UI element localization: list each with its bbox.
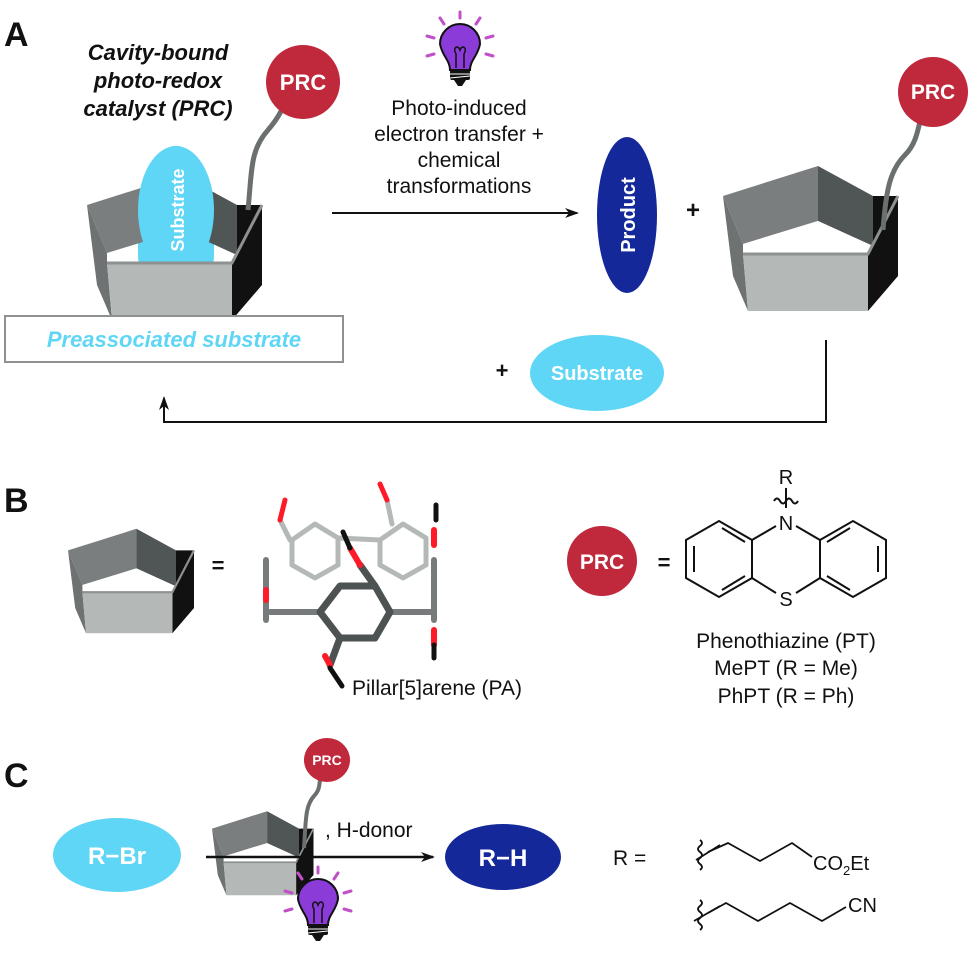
arrow-caption-line: chemical bbox=[418, 149, 501, 172]
pillararene-ring-icon bbox=[68, 528, 195, 634]
preassociated-label: Preassociated substrate bbox=[47, 327, 301, 352]
atom-s: S bbox=[779, 589, 792, 611]
substrate-ellipse-free bbox=[530, 335, 664, 411]
pt-caption-line: PhPT (R = Ph) bbox=[718, 685, 855, 708]
r-group-nitrile bbox=[693, 899, 847, 931]
pillararene-stick-model bbox=[263, 481, 439, 689]
panel-label-b: B bbox=[4, 482, 29, 520]
r-group-nitrile-label: CN bbox=[848, 895, 877, 917]
host-guest-complex: Substrate PRC bbox=[87, 45, 340, 350]
product-ellipse bbox=[445, 824, 561, 890]
recycle-arrow bbox=[159, 340, 827, 423]
substrate-label-free: Substrate bbox=[551, 363, 643, 385]
arrow-caption-line: transformations bbox=[387, 175, 532, 198]
prc-label: PRC bbox=[312, 752, 342, 768]
r-equals-label: R = bbox=[613, 847, 646, 870]
panel-label-a: A bbox=[4, 16, 29, 54]
conditions-label: , H-donor bbox=[325, 819, 413, 842]
product-label: Product bbox=[618, 177, 640, 253]
ester-co: CO bbox=[813, 853, 843, 875]
panel-label-c: C bbox=[4, 757, 29, 795]
plus-sign: + bbox=[686, 197, 700, 224]
pt-caption-line: MePT (R = Me) bbox=[714, 657, 858, 680]
prc-label: PRC bbox=[280, 70, 327, 95]
catalyst-caption-line: Cavity-bound bbox=[88, 40, 229, 65]
phenothiazine-captions: Phenothiazine (PT) MePT (R = Me) PhPT (R… bbox=[696, 630, 876, 708]
pillararene-caption: Pillar[5]arene (PA) bbox=[352, 677, 522, 700]
phenothiazine-structure bbox=[685, 488, 887, 599]
product-label: R−H bbox=[479, 845, 528, 872]
catalyst-caption-line: catalyst (PRC) bbox=[83, 96, 232, 121]
equals-sign: = bbox=[212, 553, 225, 578]
pillararene-ring-icon bbox=[721, 164, 900, 313]
prc-label: PRC bbox=[911, 81, 955, 104]
reactant-ellipse bbox=[53, 818, 181, 892]
pillararene-ring-icon bbox=[212, 811, 315, 896]
substrate-label-bound: Substrate bbox=[168, 168, 188, 251]
atom-n: N bbox=[779, 513, 793, 535]
catalyst-caption: Cavity-bound photo-redox catalyst (PRC) bbox=[83, 40, 232, 121]
prc-badge bbox=[266, 45, 340, 119]
ester-subscript: 2 bbox=[843, 863, 850, 878]
r-group-ester bbox=[695, 839, 813, 871]
arrow-caption-line: Photo-induced bbox=[391, 97, 526, 120]
arrow-caption: Photo-induced electron transfer + chemic… bbox=[374, 97, 544, 198]
product-ellipse bbox=[597, 137, 657, 293]
recycle-plus: + bbox=[496, 358, 509, 383]
pt-caption-line: Phenothiazine (PT) bbox=[696, 630, 876, 653]
equals-sign: = bbox=[658, 550, 671, 575]
light-bulb-icon bbox=[425, 10, 495, 88]
prc-label: PRC bbox=[580, 551, 624, 574]
catalyst-caption-line: photo-redox bbox=[93, 68, 223, 93]
reactant-label: R−Br bbox=[88, 843, 146, 870]
arrow-caption-line: electron transfer + bbox=[374, 123, 544, 146]
r-group-ester-label: CO2Et bbox=[813, 853, 870, 878]
prc-badge bbox=[567, 526, 637, 596]
prc-badge bbox=[304, 738, 350, 782]
preassociated-box bbox=[4, 315, 344, 363]
ester-et: Et bbox=[850, 853, 869, 875]
atom-r: R bbox=[779, 467, 793, 489]
prc-badge bbox=[898, 57, 968, 127]
